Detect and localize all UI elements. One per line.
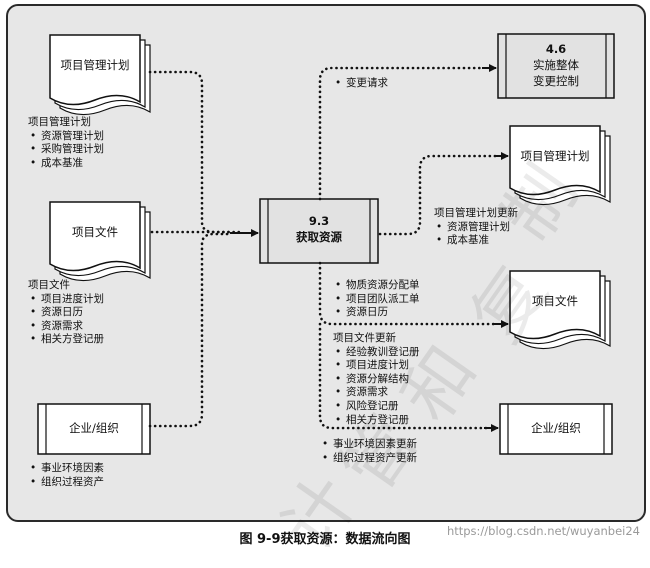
flow-enterprise-in	[148, 232, 234, 428]
label-head: 项目管理计划	[28, 116, 91, 128]
list-item: 成本基准	[434, 234, 518, 248]
list-item: 资源管理计划	[434, 221, 518, 235]
list-item: 成本基准	[28, 157, 104, 171]
flow-pm-plan-in	[148, 70, 234, 234]
output-enterprise-box	[499, 403, 613, 455]
input-enterprise-title: 企业/组织	[69, 421, 119, 435]
output-pm-plan-document	[509, 125, 611, 206]
figure-caption: 图 9-9获取资源：数据流向图	[239, 532, 411, 547]
list-item: 变更请求	[333, 77, 388, 91]
output-enterprise-label: 事业环境因素更新 组织过程资产更新	[320, 438, 417, 465]
input-pm-plan-label: 项目管理计划 资源管理计划 采购管理计划 成本基准	[28, 116, 104, 170]
list-item: 资源需求	[28, 320, 104, 334]
flow-change-request	[318, 66, 486, 201]
list-item: 组织过程资产更新	[320, 452, 417, 466]
output-project-docs-document	[509, 270, 611, 350]
input-enterprise-box	[37, 403, 151, 455]
output-project-docs-title: 项目文件	[532, 294, 578, 308]
list-item: 资源分解结构	[333, 373, 420, 387]
change-control-number: 4.6	[545, 42, 567, 56]
list-item: 相关方登记册	[333, 414, 420, 428]
list-item: 相关方登记册	[28, 333, 104, 347]
list-item: 资源日历	[28, 306, 104, 320]
list-item: 资源需求	[333, 386, 420, 400]
list-item: 项目进度计划	[28, 293, 104, 307]
list-item: 事业环境因素	[28, 462, 104, 476]
input-project-docs-label: 项目文件 项目进度计划 资源日历 资源需求 相关方登记册	[28, 279, 104, 347]
list-item: 资源管理计划	[28, 130, 104, 144]
input-project-docs-title: 项目文件	[72, 225, 118, 239]
output-change-control-box	[497, 33, 615, 99]
process-number: 9.3	[308, 214, 330, 228]
change-control-line1: 实施整体	[533, 58, 579, 72]
list-item: 物质资源分配单	[333, 279, 420, 293]
process-name: 获取资源	[296, 230, 342, 244]
list-item: 资源日历	[333, 306, 420, 320]
label-head: 项目文件	[28, 279, 70, 291]
output-direct-items-label: 物质资源分配单 项目团队派工单 资源日历	[333, 279, 420, 320]
list-item: 项目团队派工单	[333, 293, 420, 307]
watermark-url: https://blog.csdn.net/wuyanbei24	[446, 524, 640, 538]
list-item: 项目进度计划	[333, 359, 420, 373]
input-pm-plan-title: 项目管理计划	[60, 58, 130, 72]
output-pm-plan-label: 项目管理计划更新 资源管理计划 成本基准	[434, 207, 518, 248]
input-enterprise-label: 事业环境因素 组织过程资产	[28, 462, 104, 489]
change-request-label: 变更请求	[333, 77, 388, 91]
list-item: 风险登记册	[333, 400, 420, 414]
label-head: 项目管理计划更新	[434, 207, 518, 219]
output-project-docs-label: 项目文件更新 经验教训登记册 项目进度计划 资源分解结构 资源需求 风险登记册 …	[333, 332, 420, 427]
input-project-docs-document	[49, 201, 151, 282]
list-item: 组织过程资产	[28, 476, 104, 490]
change-control-line2: 变更控制	[533, 74, 579, 88]
input-pm-plan-document	[49, 34, 151, 116]
output-pm-plan-title: 项目管理计划	[520, 149, 590, 163]
flow-diagram	[37, 33, 615, 455]
list-item: 事业环境因素更新	[320, 438, 417, 452]
flow-enterprise-out	[318, 322, 488, 430]
list-item: 采购管理计划	[28, 143, 104, 157]
label-head: 项目文件更新	[333, 332, 396, 344]
output-enterprise-title: 企业/组织	[531, 421, 581, 435]
list-item: 经验教训登记册	[333, 346, 420, 360]
